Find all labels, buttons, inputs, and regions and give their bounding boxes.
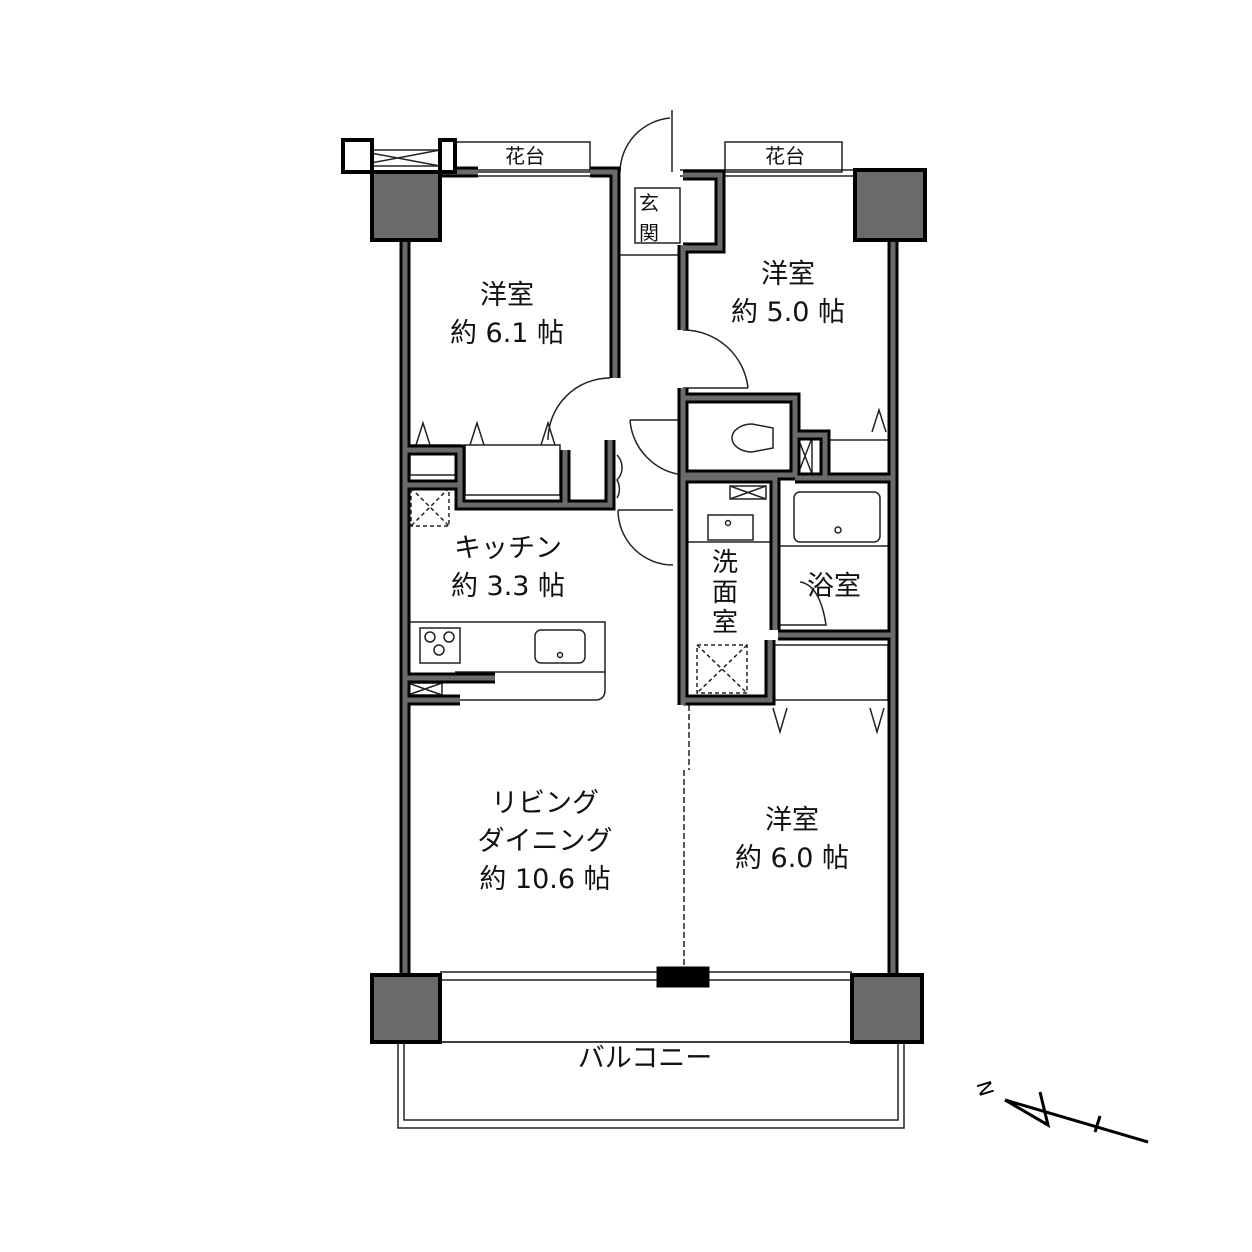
fixtures xyxy=(354,110,905,1129)
room-size: 約 10.6 帖 xyxy=(479,864,611,895)
room-size: 約 6.1 帖 xyxy=(449,318,565,349)
flower-box-left-label: 花台 xyxy=(505,144,545,168)
room-size: 約 3.3 帖 xyxy=(450,571,566,602)
room-name-line2: ダイニング xyxy=(477,826,613,857)
room-entrance: 玄関 xyxy=(639,191,659,245)
room-name: キッチン xyxy=(453,533,562,564)
room-kitchen: キッチン 約 3.3 帖 xyxy=(451,530,565,606)
room-western-1: 洋室 約 6.1 帖 xyxy=(450,277,564,353)
room-size: 約 5.0 帖 xyxy=(730,297,846,328)
room-living-dining: リビング ダイニング 約 10.6 帖 xyxy=(478,785,613,899)
flower-box-right-label: 花台 xyxy=(765,144,805,168)
room-name-line1: リビング xyxy=(491,788,599,819)
compass-north-label: N xyxy=(971,1078,998,1099)
room-size: 約 6.0 帖 xyxy=(734,843,850,874)
room-name: 洋室 xyxy=(479,280,534,311)
compass: N xyxy=(971,1078,1149,1144)
room-western-2: 洋室 約 5.0 帖 xyxy=(731,256,845,332)
room-washroom: 洗面室 xyxy=(711,548,738,638)
balcony-label: バルコニー xyxy=(577,1043,713,1074)
room-name: 洋室 xyxy=(764,805,819,836)
room-western-3: 洋室 約 6.0 帖 xyxy=(735,802,849,878)
columns xyxy=(341,138,927,1044)
room-name: 洋室 xyxy=(760,259,815,290)
room-bathroom: 浴室 xyxy=(807,571,861,602)
